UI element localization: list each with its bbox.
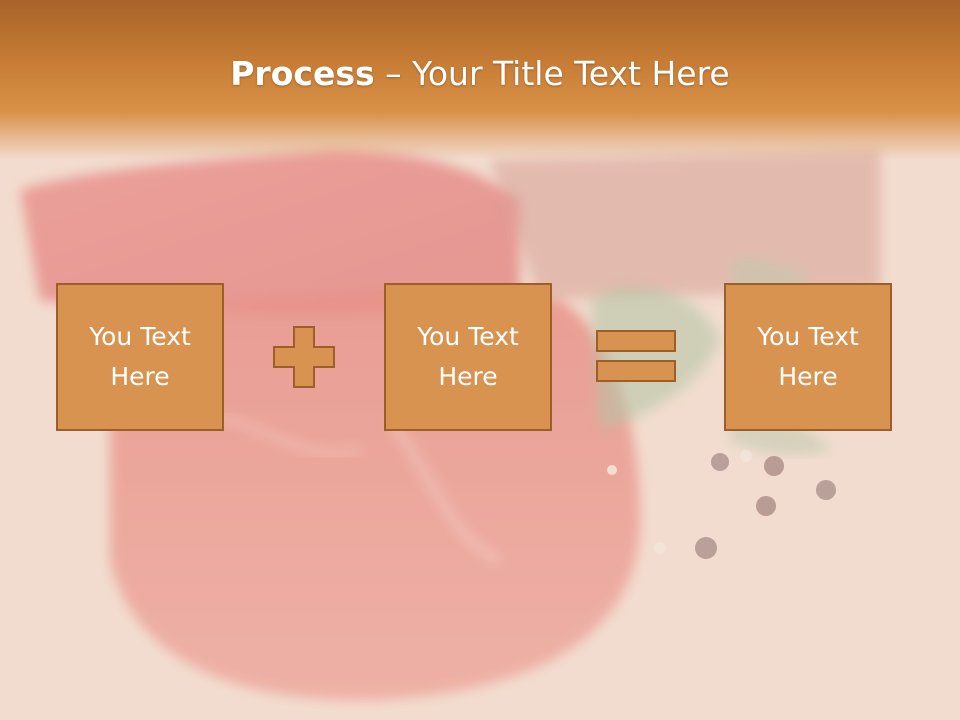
equals-icon xyxy=(596,330,678,384)
process-box-2[interactable]: You Text Here xyxy=(384,283,552,431)
process-box-3[interactable]: You Text Here xyxy=(724,283,892,431)
header-band xyxy=(0,0,960,160)
process-box-1-text: You Text Here xyxy=(89,322,191,391)
slide-title: Process – Your Title Text Here xyxy=(0,52,960,96)
process-box-2-text: You Text Here xyxy=(417,322,519,391)
title-bold: Process xyxy=(230,54,375,93)
process-box-1[interactable]: You Text Here xyxy=(56,283,224,431)
title-rest: – Your Title Text Here xyxy=(374,54,730,93)
plus-icon xyxy=(273,326,335,388)
process-box-3-text: You Text Here xyxy=(757,322,859,391)
